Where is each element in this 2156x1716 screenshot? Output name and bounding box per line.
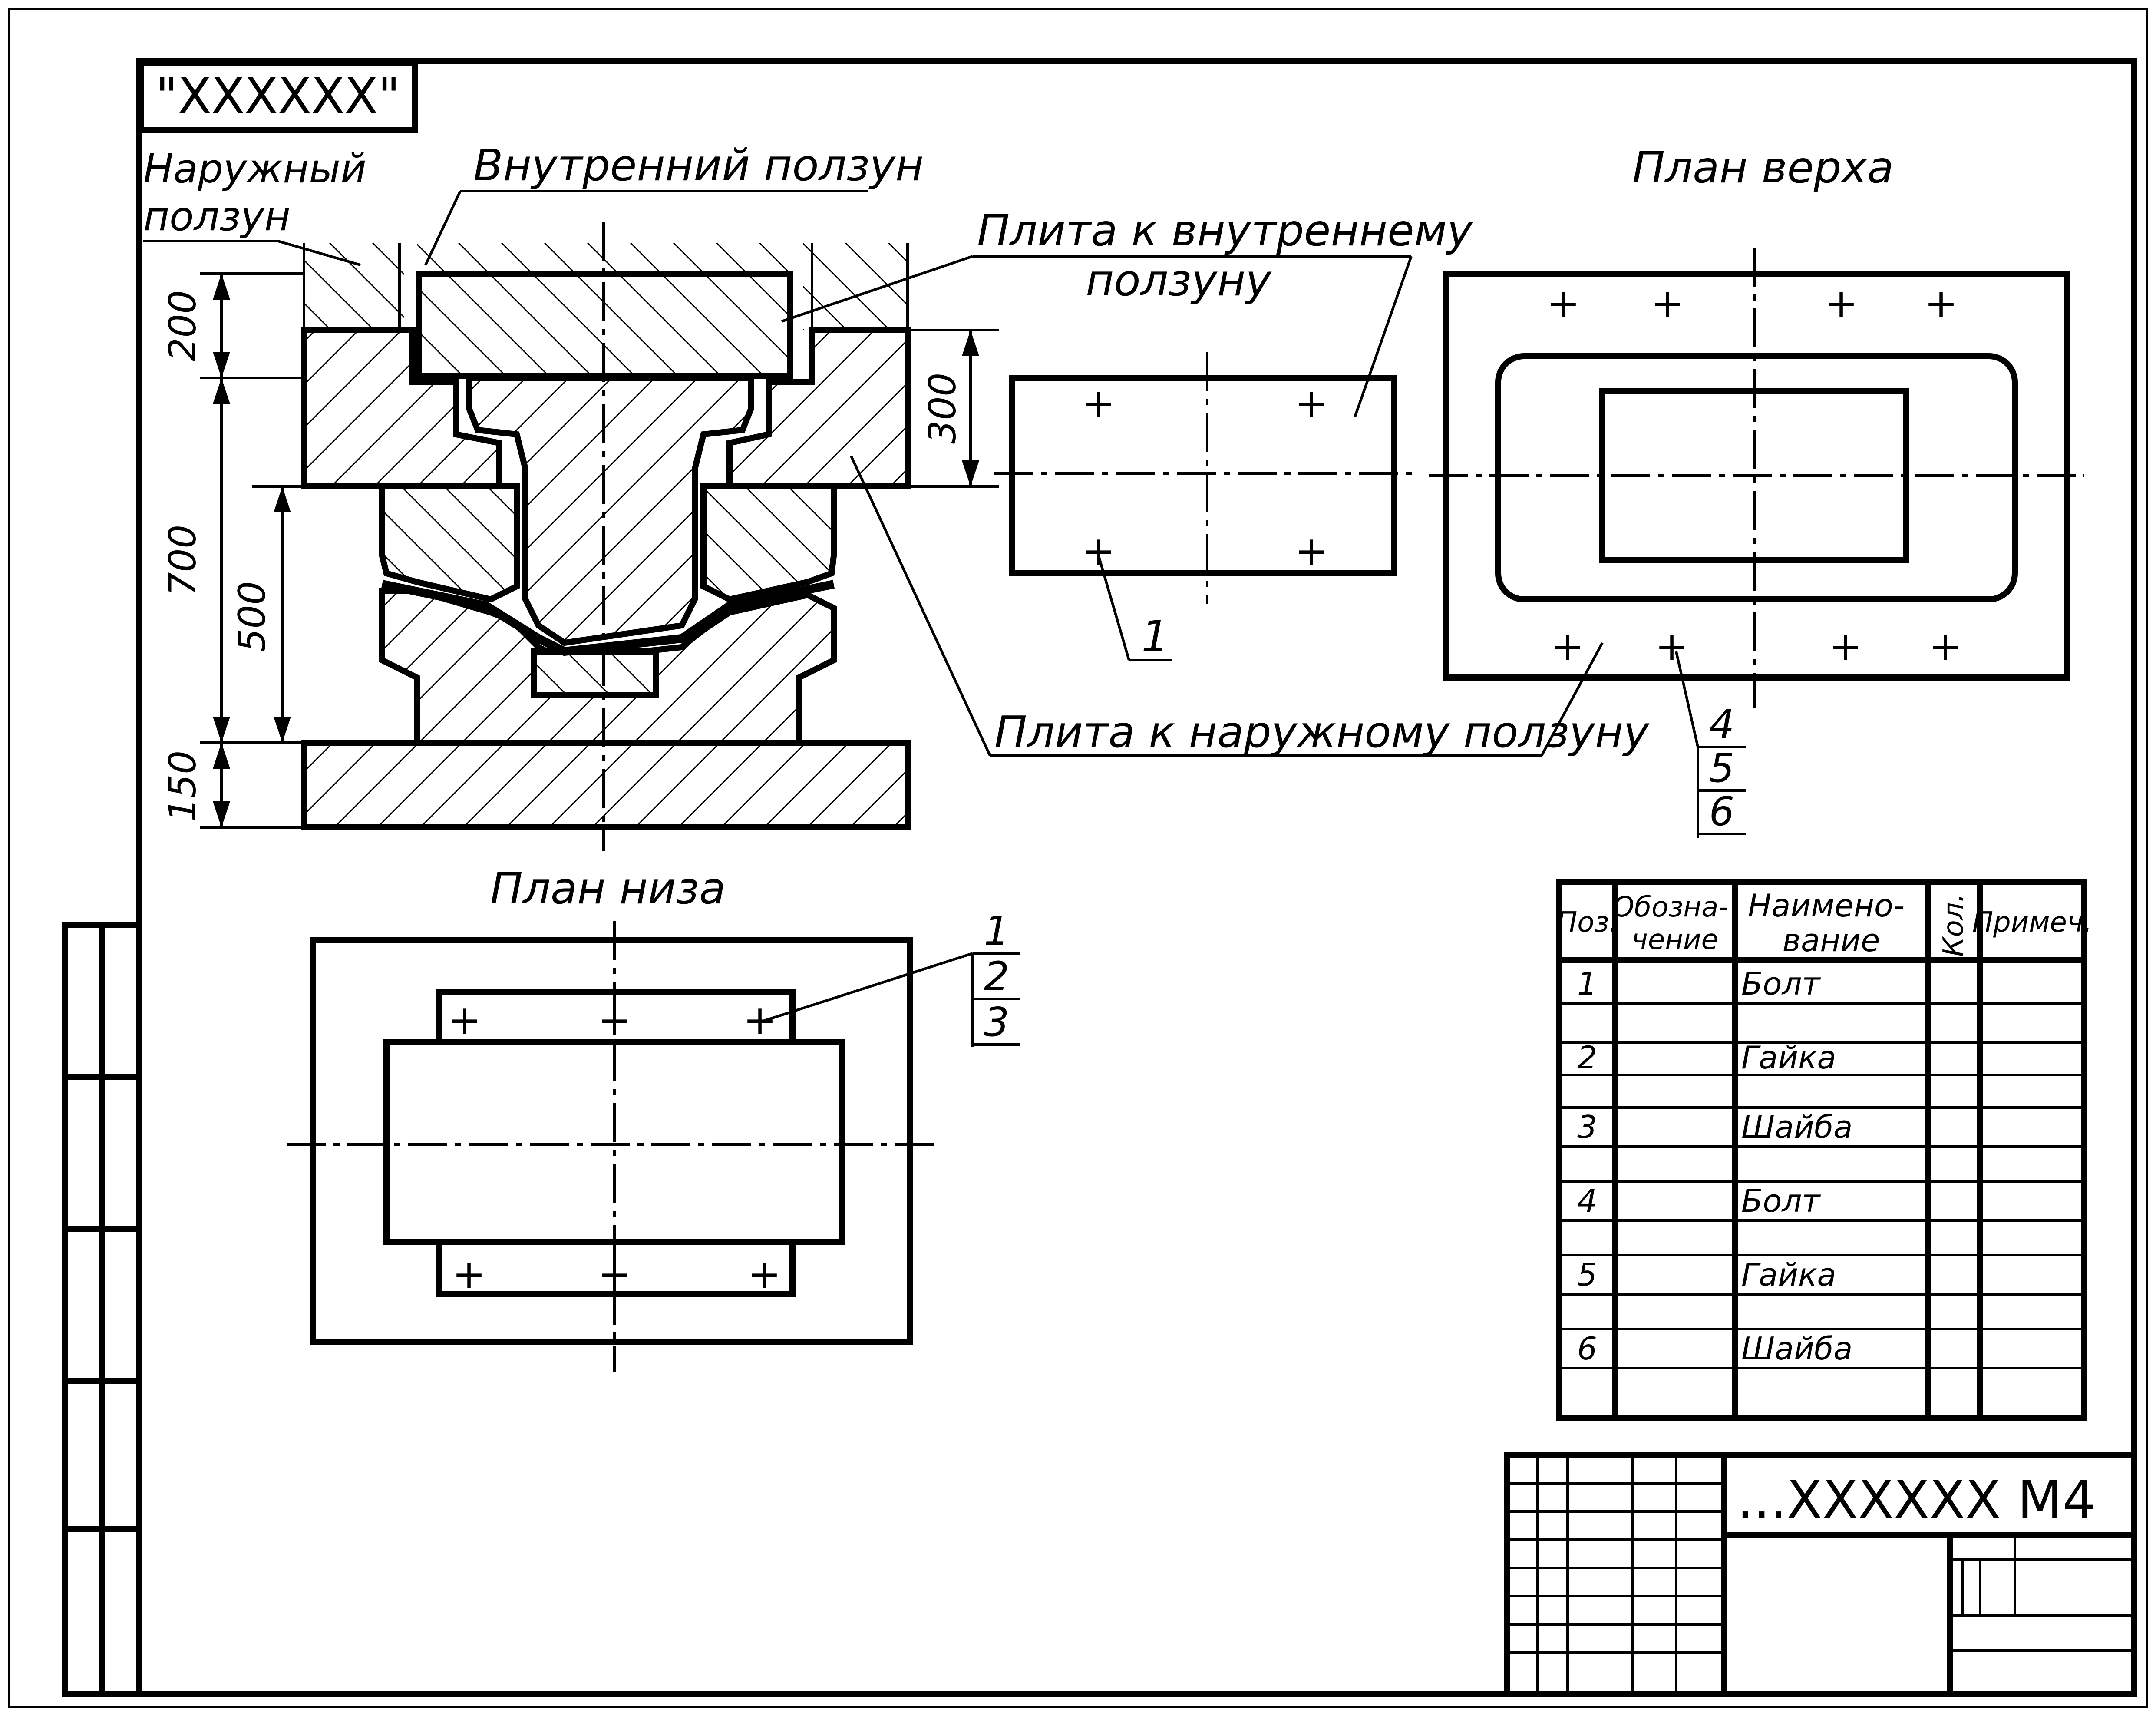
stamp-code: ...XXXXXX М4	[1737, 1470, 2096, 1531]
leaders	[143, 190, 1604, 757]
bolt-mark: +	[1551, 623, 1584, 670]
outer-slider-label-2: ползун	[143, 193, 291, 240]
plan-top: План верха + + + + + + + + 4 5 6	[1429, 142, 2084, 838]
bottom-callout-2: 2	[984, 953, 1010, 1000]
left-strip	[62, 922, 142, 1697]
bolt-mark: +	[1924, 280, 1958, 327]
plate-callout: 1	[1141, 611, 1169, 662]
row-pos-6: 6	[1577, 1330, 1597, 1367]
header-designation-line1: Обозна-	[1612, 891, 1728, 923]
plate-inner-label-1: Плита к внутреннему	[977, 205, 1473, 256]
plan-bottom-title: План низа	[490, 863, 726, 914]
inner-slider-label: Внутренний ползун	[473, 140, 924, 191]
bolt-mark: +	[1655, 623, 1688, 670]
row-name-4: Болт	[1741, 1183, 1821, 1219]
row-pos-3: 3	[1577, 1109, 1597, 1145]
bolt-mark: +	[1824, 280, 1858, 327]
header-pos: Поз.	[1556, 906, 1618, 939]
code-box: "XXXXXX"	[138, 60, 418, 133]
dimensions: 200 700 500 150 300	[161, 272, 999, 829]
header-note: Примеч.	[1972, 906, 2092, 939]
top-callout-6: 6	[1709, 788, 1735, 835]
section-view: 200 700 500 150 300 Наружный ползун Внут…	[143, 140, 1650, 851]
dim-500: 500	[231, 581, 274, 652]
bottom-callout-1: 1	[984, 908, 1010, 954]
top-callout-4: 4	[1709, 701, 1735, 748]
title-block: ...XXXXXX М4	[1504, 1452, 2137, 1697]
row-pos-1: 1	[1577, 965, 1597, 1002]
row-pos-2: 2	[1577, 1039, 1597, 1076]
bolt-mark: +	[1294, 380, 1328, 427]
outer-slider-label-1: Наружный	[143, 145, 366, 192]
bottom-callout-3: 3	[984, 999, 1010, 1045]
row-name-2: Гайка	[1741, 1039, 1836, 1076]
bolt-mark: +	[1651, 280, 1684, 327]
bolt-mark: +	[1082, 380, 1115, 427]
bolt-mark: +	[448, 997, 481, 1043]
bolt-mark: +	[1829, 623, 1862, 670]
header-name-line2: вание	[1783, 922, 1880, 959]
row-name-1: Болт	[1741, 965, 1821, 1002]
inner-plate-plan: + + + + 1	[994, 352, 1416, 662]
header-name: Наимено- вание	[1748, 887, 1915, 959]
header-designation: Обозна- чение	[1612, 891, 1737, 956]
dim-300: 300	[921, 373, 964, 444]
outer-frame	[8, 8, 2148, 1708]
row-pos-5: 5	[1577, 1256, 1597, 1293]
header-name-line1: Наимено-	[1748, 887, 1905, 924]
bolt-mark: +	[743, 997, 776, 1043]
bolt-mark: +	[1546, 280, 1580, 327]
header-designation-line2: чение	[1631, 924, 1718, 956]
bolt-mark: +	[1294, 528, 1328, 574]
bolt-mark: +	[747, 1251, 781, 1297]
plate-outer-label: Плита к наружному ползуну	[994, 707, 1650, 757]
bolt-mark: +	[452, 1251, 485, 1297]
top-callout-5: 5	[1709, 745, 1735, 791]
bolt-mark: +	[598, 1251, 631, 1297]
dim-150: 150	[161, 751, 205, 822]
row-pos-4: 4	[1577, 1183, 1597, 1219]
header-qty: Кол.	[1938, 893, 1970, 957]
dim-700: 700	[161, 525, 205, 596]
bolt-mark: +	[598, 997, 631, 1043]
spec-table: Поз. Обозна- чение Наимено- вание Кол. П…	[1556, 879, 2092, 1421]
plate-inner-label-2: ползуну	[1086, 255, 1272, 306]
dim-200: 200	[161, 290, 205, 361]
plan-bottom: План низа + + + + + + 1 2 3	[287, 863, 1020, 1372]
row-name-5: Гайка	[1741, 1256, 1836, 1293]
main-frame	[136, 58, 2137, 1697]
plan-top-title: План верха	[1632, 142, 1894, 193]
bolt-mark: +	[1928, 623, 1962, 670]
code-label: "XXXXXX"	[155, 68, 400, 125]
bolt-mark: +	[1082, 528, 1115, 574]
row-name-6: Шайба	[1741, 1330, 1852, 1367]
row-name-3: Шайба	[1741, 1109, 1852, 1145]
